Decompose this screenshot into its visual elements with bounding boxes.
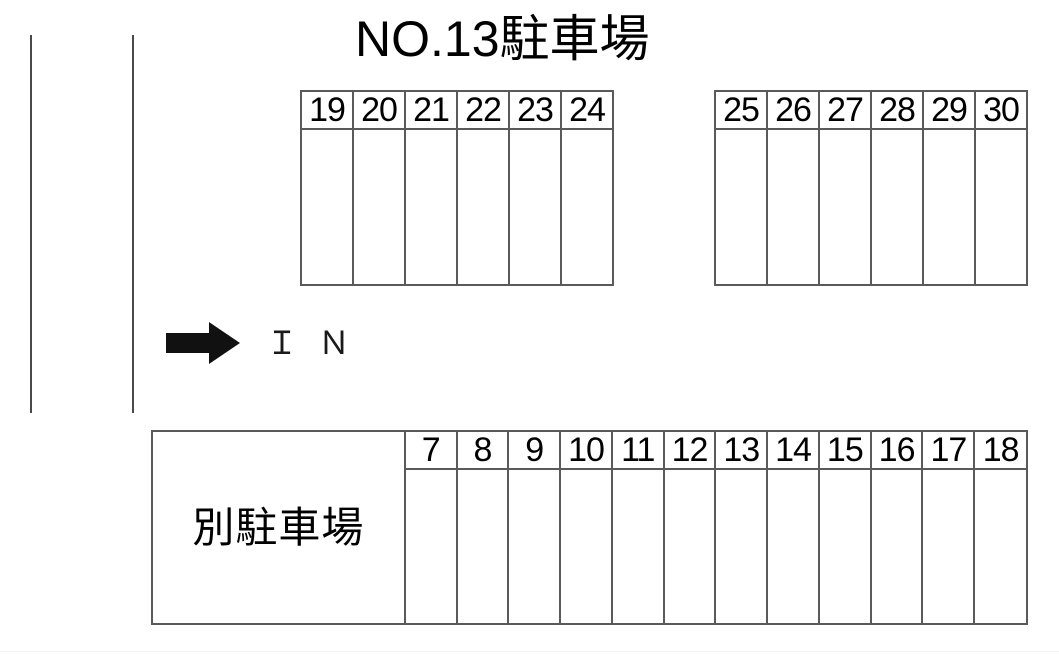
stall-area <box>820 130 870 284</box>
stall-number: 13 <box>716 432 767 470</box>
parking-stall[interactable]: 29 <box>924 92 976 284</box>
stall-area <box>975 470 1026 623</box>
stall-number: 12 <box>664 432 715 470</box>
parking-stall[interactable]: 20 <box>354 92 406 284</box>
parking-block-top-right: 25 26 27 28 29 30 <box>714 90 1028 286</box>
parking-stall[interactable]: 8 <box>457 432 510 623</box>
stall-number: 16 <box>871 432 922 470</box>
stall-number: 7 <box>405 432 456 470</box>
parking-stall[interactable]: 30 <box>976 92 1026 284</box>
scan-artifact <box>0 651 1059 652</box>
parking-stall[interactable]: 11 <box>612 432 665 623</box>
stall-area <box>665 470 715 623</box>
stall-number: 20 <box>354 92 404 130</box>
parking-stall[interactable]: 15 <box>819 432 872 623</box>
stall-number: 21 <box>406 92 456 130</box>
stall-number: 23 <box>510 92 560 130</box>
stall-area <box>561 470 611 623</box>
separate-lot-label: 別駐車場 <box>192 503 365 551</box>
stall-area <box>716 470 766 623</box>
entrance-marker: Ｉ Ｎ <box>166 316 356 370</box>
stall-area <box>562 130 612 284</box>
stall-number: 29 <box>924 92 974 130</box>
stall-area <box>458 470 508 623</box>
stall-area <box>872 470 922 623</box>
stall-number: 9 <box>509 432 560 470</box>
stall-number: 25 <box>716 92 766 130</box>
stall-area <box>509 470 559 623</box>
parking-stall[interactable]: 23 <box>510 92 562 284</box>
parking-stall[interactable]: 17 <box>923 432 976 623</box>
parking-stall[interactable]: 21 <box>406 92 458 284</box>
stall-area <box>406 470 456 623</box>
road-edge-line-right <box>132 35 134 413</box>
parking-stall[interactable]: 12 <box>664 432 717 623</box>
parking-stall[interactable]: 25 <box>716 92 768 284</box>
parking-stall[interactable]: 9 <box>509 432 562 623</box>
road-edge-line-left <box>30 35 32 413</box>
stall-number: 10 <box>561 432 611 470</box>
stall-area <box>458 130 508 284</box>
stall-number: 24 <box>562 92 612 130</box>
stall-area <box>716 130 766 284</box>
parking-stall[interactable]: 13 <box>716 432 769 623</box>
stall-area <box>923 470 973 623</box>
stall-number: 14 <box>768 432 818 470</box>
stall-number: 17 <box>923 432 974 470</box>
stall-number: 11 <box>612 432 663 470</box>
stall-number: 28 <box>872 92 922 130</box>
stall-area <box>820 470 870 623</box>
stall-area <box>510 130 560 284</box>
stall-number: 19 <box>302 92 352 130</box>
right-arrow-icon <box>166 322 240 364</box>
parking-stall[interactable]: 10 <box>561 432 613 623</box>
stall-number: 27 <box>820 92 870 130</box>
stall-area <box>976 130 1026 284</box>
parking-stall[interactable]: 18 <box>975 432 1026 623</box>
parking-stall[interactable]: 22 <box>458 92 510 284</box>
page-title: NO.13駐車場 <box>355 11 650 67</box>
stall-area <box>924 130 974 284</box>
parking-stall[interactable]: 28 <box>872 92 924 284</box>
parking-stall[interactable]: 19 <box>302 92 354 284</box>
stall-area <box>768 470 818 623</box>
stall-number: 18 <box>975 432 1026 470</box>
stall-number: 22 <box>458 92 508 130</box>
parking-stall[interactable]: 27 <box>820 92 872 284</box>
parking-stall[interactable]: 16 <box>871 432 924 623</box>
stall-number: 15 <box>819 432 870 470</box>
parking-stall[interactable]: 14 <box>768 432 820 623</box>
stall-area <box>354 130 404 284</box>
stall-area <box>768 130 818 284</box>
parking-stall[interactable]: 24 <box>562 92 612 284</box>
parking-stall[interactable]: 7 <box>405 432 458 623</box>
stall-area <box>613 470 663 623</box>
parking-stall[interactable]: 26 <box>768 92 820 284</box>
stall-number: 8 <box>457 432 508 470</box>
separate-lot-area: 別駐車場 <box>153 432 406 623</box>
parking-block-top-left: 19 20 21 22 23 24 <box>300 90 614 286</box>
stall-area <box>872 130 922 284</box>
parking-block-bottom: 別駐車場 7 8 9 10 11 12 13 <box>151 430 1028 625</box>
stall-area <box>406 130 456 284</box>
stall-area <box>302 130 352 284</box>
stall-number: 30 <box>976 92 1026 130</box>
entrance-label: Ｉ Ｎ <box>265 325 356 361</box>
stall-number: 26 <box>768 92 818 130</box>
